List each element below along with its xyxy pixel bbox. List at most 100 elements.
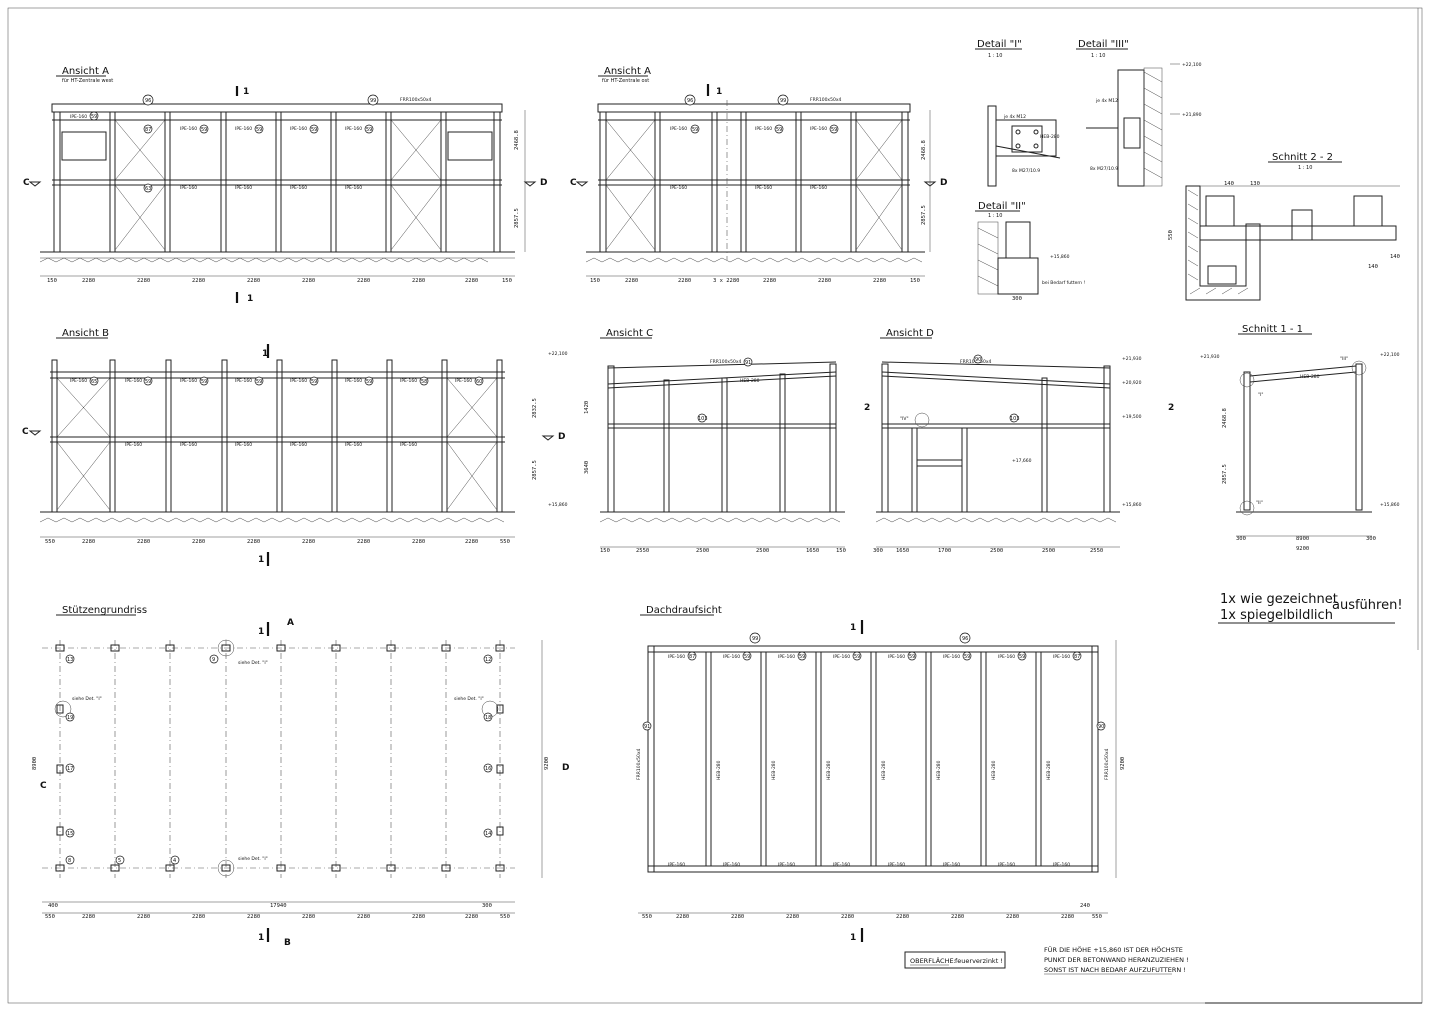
svg-text:300: 300 bbox=[873, 548, 883, 554]
svg-text:2280: 2280 bbox=[137, 278, 150, 284]
svg-text:1420: 1420 bbox=[584, 401, 590, 414]
svg-text:59: 59 bbox=[744, 654, 750, 660]
svg-text:2280: 2280 bbox=[302, 278, 315, 284]
ansicht-a-ost-subtitle: für HT-Zentrale ost bbox=[602, 78, 649, 84]
svg-text:IPE-160: IPE-160 bbox=[235, 442, 252, 448]
svg-text:2280: 2280 bbox=[676, 914, 689, 920]
svg-text:IPE-160: IPE-160 bbox=[998, 862, 1015, 868]
svg-text:IPE-160: IPE-160 bbox=[345, 185, 362, 191]
svg-text:2280: 2280 bbox=[357, 914, 370, 920]
svg-text:D: D bbox=[558, 432, 565, 442]
svg-text:99: 99 bbox=[752, 636, 758, 642]
svg-text:550: 550 bbox=[642, 914, 652, 920]
svg-text:IPE-160: IPE-160 bbox=[400, 442, 417, 448]
svg-text:IPE-160: IPE-160 bbox=[70, 114, 87, 120]
svg-text:FRR100x50x4: FRR100x50x4 bbox=[636, 749, 642, 780]
svg-text:IPE-160: IPE-160 bbox=[400, 378, 417, 384]
svg-text:2280: 2280 bbox=[192, 914, 205, 920]
svg-text:300: 300 bbox=[1236, 536, 1246, 542]
svg-text:2500: 2500 bbox=[756, 548, 769, 554]
stuetzengrundriss-title: Stützengrundriss bbox=[62, 605, 147, 616]
svg-text:90: 90 bbox=[975, 357, 981, 363]
svg-text:IPE-160: IPE-160 bbox=[70, 378, 87, 384]
svg-text:IPE-160: IPE-160 bbox=[125, 442, 142, 448]
height-note-line-2: PUNKT DER BETONWAND HERANZUZIEHEN ! bbox=[1044, 956, 1189, 964]
svg-text:1 : 10: 1 : 10 bbox=[988, 213, 1002, 219]
svg-text:150: 150 bbox=[836, 548, 846, 554]
svg-text:2857.5: 2857.5 bbox=[514, 208, 520, 228]
svg-text:HEB-280: HEB-280 bbox=[1046, 760, 1052, 780]
svg-text:400: 400 bbox=[48, 903, 58, 909]
svg-text:FRR100x50x4: FRR100x50x4 bbox=[810, 97, 841, 103]
execution-line-1: 1x wie gezeichnet bbox=[1220, 592, 1338, 607]
svg-text:150: 150 bbox=[502, 278, 512, 284]
svg-text:2500: 2500 bbox=[1042, 548, 1055, 554]
svg-text:+21,930: +21,930 bbox=[1122, 356, 1142, 362]
svg-text:2280: 2280 bbox=[818, 278, 831, 284]
svg-text:D: D bbox=[562, 763, 569, 773]
svg-text:IPE-160: IPE-160 bbox=[668, 862, 685, 868]
svg-text:A: A bbox=[287, 618, 294, 628]
svg-text:2280: 2280 bbox=[763, 278, 776, 284]
svg-text:IPE-160: IPE-160 bbox=[833, 862, 850, 868]
svg-text:59: 59 bbox=[366, 127, 372, 133]
svg-text:18: 18 bbox=[485, 715, 491, 721]
svg-text:2280: 2280 bbox=[82, 914, 95, 920]
svg-text:15: 15 bbox=[67, 831, 73, 837]
svg-text:4: 4 bbox=[173, 858, 176, 864]
svg-text:65: 65 bbox=[91, 379, 97, 385]
svg-text:siehe Det. "I": siehe Det. "I" bbox=[72, 696, 102, 702]
svg-text:96: 96 bbox=[687, 98, 693, 104]
svg-text:8x M27/10.9: 8x M27/10.9 bbox=[1090, 166, 1118, 172]
svg-text:103: 103 bbox=[1010, 416, 1020, 422]
svg-text:IPE-160: IPE-160 bbox=[235, 185, 252, 191]
svg-text:2550: 2550 bbox=[1090, 548, 1103, 554]
svg-text:59: 59 bbox=[854, 654, 860, 660]
svg-text:150: 150 bbox=[910, 278, 920, 284]
svg-text:140: 140 bbox=[1390, 254, 1400, 260]
svg-text:C: C bbox=[23, 178, 30, 188]
svg-text:2280: 2280 bbox=[412, 539, 425, 545]
svg-text:2280: 2280 bbox=[465, 278, 478, 284]
svg-text:59: 59 bbox=[366, 379, 372, 385]
svg-text:+19,500: +19,500 bbox=[1122, 414, 1142, 420]
svg-text:550: 550 bbox=[500, 914, 510, 920]
svg-text:1: 1 bbox=[258, 555, 264, 565]
svg-text:D: D bbox=[540, 178, 547, 188]
svg-text:HEB-280: HEB-280 bbox=[771, 760, 777, 780]
svg-text:140: 140 bbox=[1224, 181, 1234, 187]
svg-text:59: 59 bbox=[201, 379, 207, 385]
svg-text:IPE-160: IPE-160 bbox=[810, 185, 827, 191]
svg-text:1: 1 bbox=[850, 933, 856, 943]
schnitt-2-2: Schnitt 2 - 2 1 : 10 140 130 140 140 550 bbox=[1168, 152, 1400, 301]
svg-text:2280: 2280 bbox=[465, 539, 478, 545]
svg-text:+22,100: +22,100 bbox=[1380, 352, 1400, 358]
svg-text:59: 59 bbox=[311, 127, 317, 133]
svg-text:IPE-160: IPE-160 bbox=[668, 654, 685, 660]
svg-text:HEB-280: HEB-280 bbox=[991, 760, 997, 780]
svg-text:IPE-160: IPE-160 bbox=[290, 185, 307, 191]
svg-text:91: 91 bbox=[745, 360, 751, 366]
svg-text:IPE-160: IPE-160 bbox=[290, 126, 307, 132]
svg-text:1: 1 bbox=[258, 627, 264, 637]
svg-text:IPE-160: IPE-160 bbox=[943, 654, 960, 660]
svg-text:+20,920: +20,920 bbox=[1122, 380, 1142, 386]
svg-text:IPE-160: IPE-160 bbox=[1053, 654, 1070, 660]
svg-text:8900: 8900 bbox=[1296, 536, 1309, 542]
svg-text:87: 87 bbox=[689, 654, 695, 660]
svg-text:+15,860: +15,860 bbox=[1050, 254, 1070, 260]
svg-text:14: 14 bbox=[485, 831, 491, 837]
svg-text:B: B bbox=[284, 938, 291, 948]
svg-text:IPE-160: IPE-160 bbox=[125, 378, 142, 384]
svg-text:IPE-160: IPE-160 bbox=[345, 126, 362, 132]
svg-text:IPE-160: IPE-160 bbox=[455, 378, 472, 384]
svg-text:je 4x M12: je 4x M12 bbox=[1095, 98, 1118, 104]
svg-text:2280: 2280 bbox=[678, 278, 691, 284]
schnitt-1-1-title: Schnitt 1 - 1 bbox=[1242, 324, 1303, 335]
svg-text:59: 59 bbox=[831, 127, 837, 133]
svg-text:300: 300 bbox=[482, 903, 492, 909]
svg-text:87: 87 bbox=[1074, 654, 1080, 660]
svg-text:300: 300 bbox=[1012, 296, 1022, 302]
ansicht-a-west-subtitle: für HT-Zentrale west bbox=[62, 78, 113, 84]
